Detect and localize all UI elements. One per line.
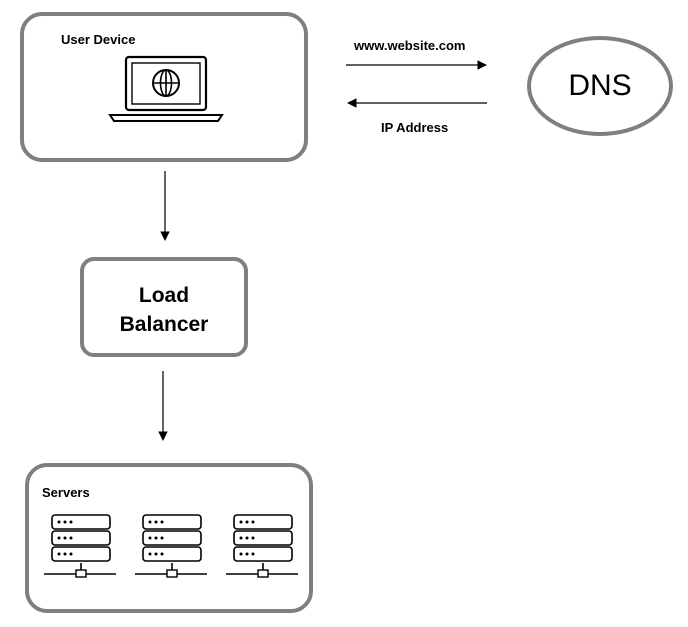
request-label: www.website.com [354, 38, 466, 53]
servers-node: Servers [25, 463, 313, 613]
load-balancer-label-line1: Load [138, 284, 190, 307]
user-device-node: User Device [20, 12, 308, 162]
servers-label: Servers [42, 485, 90, 500]
user-device-label: User Device [61, 32, 136, 47]
dns-node: DNS [527, 36, 673, 136]
server-rack-icon [44, 513, 116, 588]
load-balancer-label-line2: Balancer [119, 313, 209, 336]
load-balancer-node: Load Balancer [80, 257, 248, 357]
laptop-globe-icon [108, 55, 224, 122]
response-label: IP Address [381, 120, 449, 135]
server-rack-icon [226, 513, 298, 588]
dns-label: DNS [568, 69, 632, 102]
server-rack-icon [135, 513, 207, 588]
